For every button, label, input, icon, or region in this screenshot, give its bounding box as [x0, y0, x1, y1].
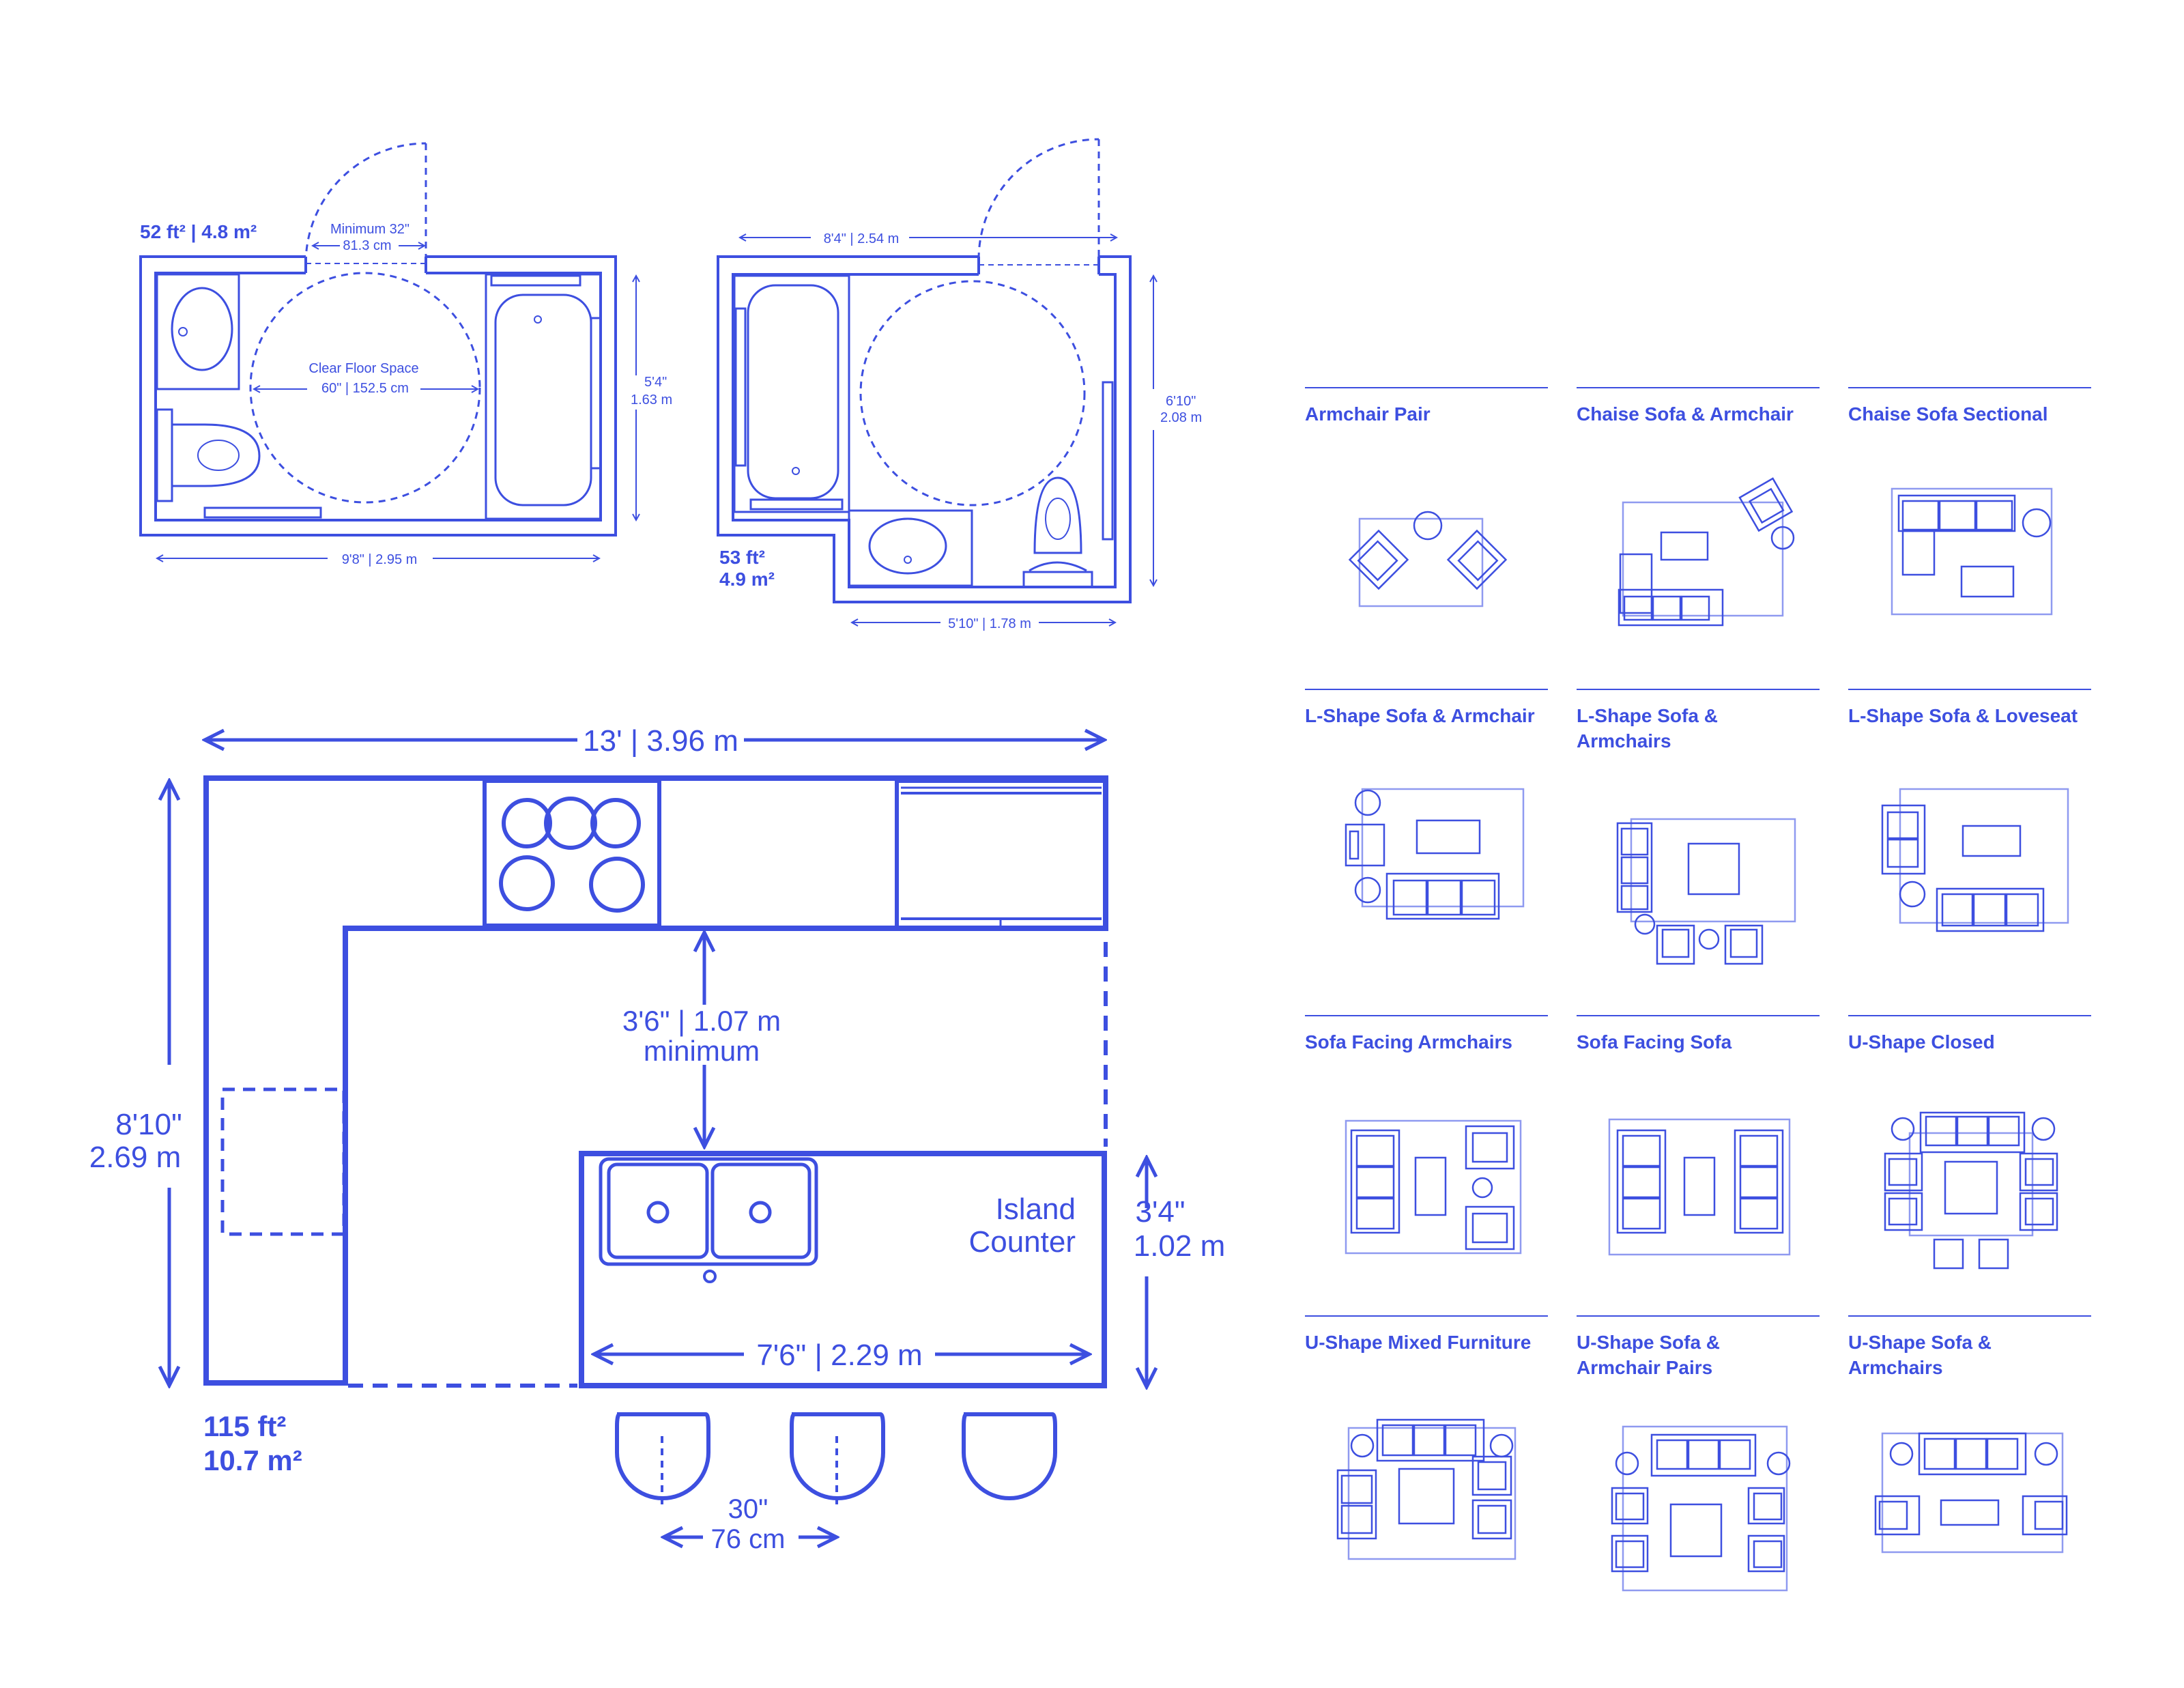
chaise-sofa-armchair-icon — [1618, 477, 1795, 627]
clear-floor-label-2: 60" | 152.5 cm — [321, 381, 409, 396]
bathroom1-height-1: 5'4" — [644, 375, 667, 390]
layout-title: Sofa Facing Sofa — [1577, 1031, 1732, 1053]
kitchen-area-1: 115 ft² — [203, 1410, 286, 1442]
u-shape-mixed-icon — [1336, 1418, 1517, 1560]
layout-title: Armchair Pairs — [1577, 1357, 1712, 1378]
sofa-facing-sofa-icon — [1608, 1118, 1791, 1256]
layout-title: Armchairs — [1577, 730, 1671, 752]
bathroom2-bottom-width: 5'10" | 1.78 m — [948, 616, 1031, 631]
island-label-2: Counter — [968, 1225, 1076, 1259]
bathroom2-area-2: 4.9 m² — [719, 569, 775, 590]
clear-floor-label-1: Clear Floor Space — [308, 361, 418, 376]
layout-icons — [1336, 477, 2069, 1592]
clearance-label-2: minimum — [644, 1035, 760, 1067]
kitchen-height-2: 2.69 m — [89, 1141, 182, 1174]
layout-title: Armchair Pair — [1305, 403, 1431, 425]
clearance-label-1: 3'6" | 1.07 m — [622, 1005, 781, 1037]
l-shape-sofa-loveseat-icon — [1881, 788, 2069, 932]
stool-spacing-1: 30" — [728, 1494, 768, 1524]
u-shape-armchair-pairs-icon — [1611, 1425, 1791, 1592]
l-shape-sofa-armchairs-icon — [1616, 818, 1796, 965]
island-width: 7'6" | 2.29 m — [756, 1339, 922, 1372]
sofa-facing-armchairs-icon — [1345, 1119, 1522, 1255]
kitchen-width: 13' | 3.96 m — [583, 724, 738, 758]
kitchen-area-2: 10.7 m² — [203, 1444, 302, 1476]
bathroom1-width: 9'8" | 2.95 m — [342, 552, 418, 567]
kitchen-height-1: 8'10" — [115, 1108, 182, 1141]
layout-title: Sofa Facing Armchairs — [1305, 1031, 1512, 1053]
kitchen-plan: 13' | 3.96 m 3'6" | 1.07 m minimum Isl — [89, 724, 1226, 1554]
bathroom1-height-2: 1.63 m — [631, 392, 672, 407]
layout-title: L-Shape Sofa & Loveseat — [1848, 705, 2078, 726]
layout-title: Chaise Sofa & Armchair — [1577, 403, 1794, 425]
island-depth-1: 3'4" — [1136, 1195, 1186, 1229]
layout-title: U-Shape Sofa & — [1848, 1332, 1992, 1353]
l-shape-sofa-armchair-icon — [1345, 788, 1525, 920]
island-depth-2: 1.02 m — [1134, 1229, 1226, 1263]
stool-spacing-2: 76 cm — [711, 1524, 786, 1554]
door-label-1: Minimum 32" — [330, 222, 410, 237]
layout-grid: Armchair Pair Chaise Sofa & Armchair Chais… — [1305, 387, 2091, 1378]
u-shape-armchairs-icon — [1874, 1432, 2068, 1554]
u-shape-closed-icon — [1884, 1111, 2058, 1270]
door-label-2: 81.3 cm — [343, 238, 391, 253]
layout-title: Armchairs — [1848, 1357, 1943, 1378]
layout-title: U-Shape Closed — [1848, 1031, 1995, 1053]
bathroom-plan-1: 52 ft² | 4.8 m² Minimum 32" 81.3 cm Clea… — [139, 142, 672, 567]
layout-title: L-Shape Sofa & — [1577, 705, 1718, 726]
bathroom2-area-1: 53 ft² — [719, 547, 765, 568]
chaise-sofa-sectional-icon — [1891, 487, 2053, 616]
bathroom2-height-2: 2.08 m — [1160, 410, 1202, 425]
bathroom2-top-width: 8'4" | 2.54 m — [824, 231, 900, 246]
bathroom2-height-1: 6'10" — [1166, 394, 1196, 409]
bathroom-plan-2: 8'4" | 2.54 m 6'10" 2.08 m 5'10" — [717, 138, 1202, 631]
island-label-1: Island — [996, 1192, 1076, 1226]
layout-title: U-Shape Mixed Furniture — [1305, 1332, 1531, 1353]
armchair-pair-icon — [1348, 511, 1508, 607]
layout-title: Chaise Sofa Sectional — [1848, 403, 2048, 425]
layout-title: U-Shape Sofa & — [1577, 1332, 1720, 1353]
bathroom1-area: 52 ft² | 4.8 m² — [140, 221, 257, 242]
layout-title: L-Shape Sofa & Armchair — [1305, 705, 1535, 726]
